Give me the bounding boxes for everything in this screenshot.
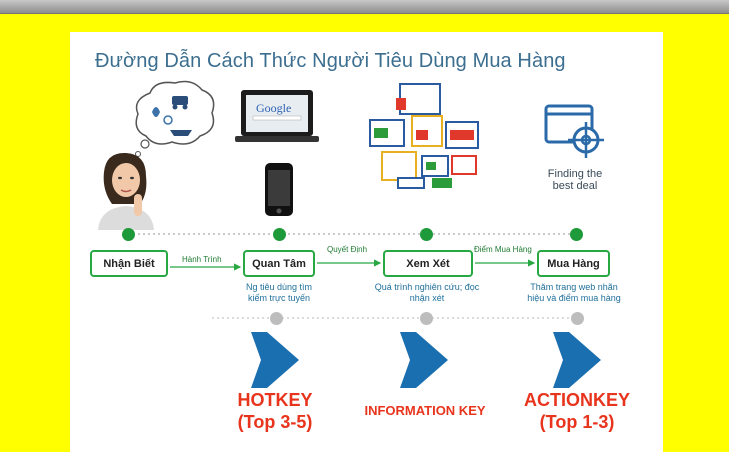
page-title: Đường Dẫn Cách Thức Người Tiêu Dùng Mua … — [95, 50, 566, 72]
key-subtitle: (Top 1-3) — [539, 412, 615, 432]
thought-bubble-icon — [135, 80, 215, 157]
stage-label: Nhận Biết — [103, 257, 155, 270]
smartphone-icon — [265, 163, 293, 216]
target-browser-icon — [544, 104, 604, 158]
blue-play-arrow-icon — [553, 332, 601, 388]
description-xem-xet: Quá trình nghiên cứu; đọc nhận xét — [374, 282, 480, 303]
blue-play-arrow-icon — [251, 332, 299, 388]
connector-label-hanh-trinh: Hành Trình — [182, 255, 222, 264]
connector-label-diem-mua-hang: Điểm Mua Hàng — [474, 245, 532, 254]
key-actionkey: ACTIONKEY (Top 1-3) — [512, 389, 642, 433]
stage-label: Xem Xét — [406, 257, 450, 270]
stage-nhan-biet: Nhận Biết — [90, 250, 168, 277]
stage-mua-hang: Mua Hàng — [537, 250, 610, 277]
top-toolbar — [0, 0, 729, 14]
connector-label-quyet-dinh: Quyết Định — [327, 245, 368, 254]
timeline-dot-nhan-biet — [122, 228, 135, 241]
laptop-icon: Google — [235, 90, 319, 142]
finding-best-deal-label: Finding the best deal — [547, 168, 603, 192]
blue-play-arrow-icon — [400, 332, 448, 388]
key-information: INFORMATION KEY — [350, 400, 500, 422]
grey-dot-1 — [270, 312, 283, 325]
key-title: INFORMATION KEY — [364, 403, 486, 418]
key-subtitle: (Top 3-5) — [237, 412, 313, 432]
browser-windows-icon — [369, 83, 479, 189]
stage-xem-xet: Xem Xét — [383, 250, 473, 277]
timeline-dot-xem-xet — [420, 228, 433, 241]
stage-label: Mua Hàng — [547, 257, 600, 270]
stage-label: Quan Tâm — [252, 257, 306, 270]
key-hotkey: HOTKEY (Top 3-5) — [220, 389, 330, 433]
description-mua-hang: Thăm trang web nhãn hiệu và điểm mua hàn… — [527, 282, 621, 303]
description-quan-tam: Ng tiêu dùng tìm kiếm trực tuyến — [245, 282, 313, 303]
key-title: HOTKEY — [237, 390, 313, 410]
thinking-woman-icon — [98, 152, 154, 230]
laptop-screen-text: Google — [256, 101, 291, 115]
timeline-dot-quan-tam — [273, 228, 286, 241]
grey-dot-3 — [571, 312, 584, 325]
grey-dot-2 — [420, 312, 433, 325]
timeline-dot-mua-hang — [570, 228, 583, 241]
stage-quan-tam: Quan Tâm — [243, 250, 315, 277]
key-title: ACTIONKEY — [523, 390, 630, 410]
